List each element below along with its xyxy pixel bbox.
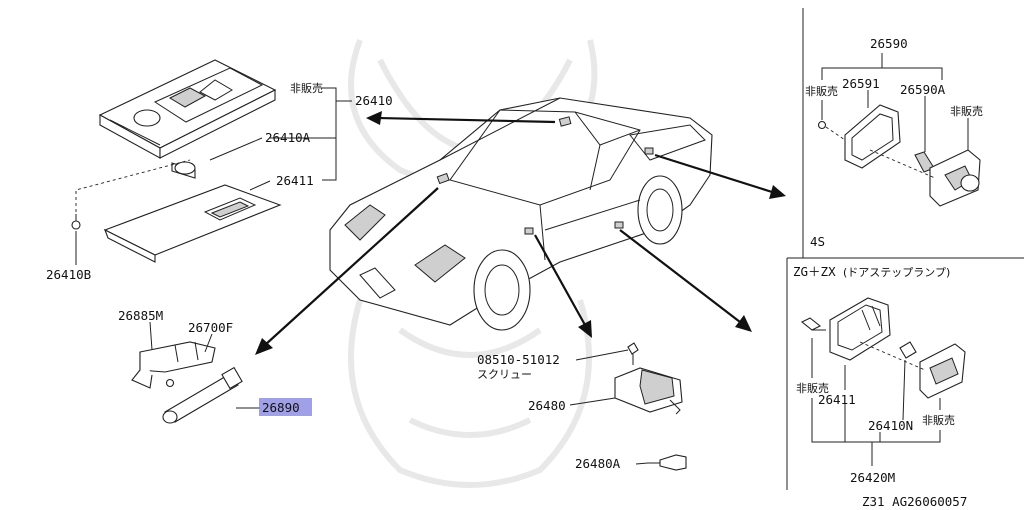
leaders-top-left [75, 87, 352, 265]
panel-4s-parts [817, 104, 981, 207]
leaders-zg [811, 338, 941, 466]
label-4s: 4S [810, 234, 825, 249]
leaders-center [569, 349, 649, 465]
highlight-26890[interactable] [259, 398, 312, 416]
label-screw: スクリュー [477, 368, 532, 381]
label-hanbai-r1: 非販売 [805, 85, 838, 98]
label-hanbai-r4: 非販売 [922, 414, 955, 427]
panel-zg-parts [800, 297, 966, 399]
label-hanbai-r2: 非販売 [950, 105, 983, 118]
label-26420M: 26420M [850, 470, 895, 485]
label-26410A: 26410A [265, 130, 311, 145]
label-26480: 26480 [528, 398, 566, 413]
label-26890[interactable]: 26890 [262, 400, 300, 415]
footer-code: Z31 AG26060057 [862, 494, 967, 509]
leaders-4s [821, 53, 969, 152]
label-26591: 26591 [842, 76, 880, 91]
label-26480A: 26480A [575, 456, 621, 471]
label-zg-zx: ZG＋ZX [793, 264, 836, 279]
label-26885M: 26885M [118, 308, 163, 323]
label-26590: 26590 [870, 36, 908, 51]
label-26410N: 26410N [868, 418, 913, 433]
label-26410: 26410 [355, 93, 393, 108]
label-hanbai-top: 非販売 [290, 82, 323, 95]
trunk-lamp-assembly [131, 341, 243, 424]
label-26411: 26411 [276, 173, 314, 188]
courtesy-lamp-assembly [614, 342, 687, 471]
label-26411-right: 26411 [818, 392, 856, 407]
label-zg-note: (ドアステップランプ) [843, 266, 950, 279]
car-illustration [329, 97, 713, 331]
label-26590A: 26590A [900, 82, 946, 97]
callout-arrows [255, 111, 786, 355]
label-26700F: 26700F [188, 320, 233, 335]
map-lamp-assembly [71, 59, 282, 263]
leaders-bottom-left [149, 321, 260, 409]
label-hanbai-r3: 非販売 [796, 382, 829, 395]
label-26410B: 26410B [46, 267, 91, 282]
label-08510-51012: 08510-51012 [477, 352, 560, 367]
